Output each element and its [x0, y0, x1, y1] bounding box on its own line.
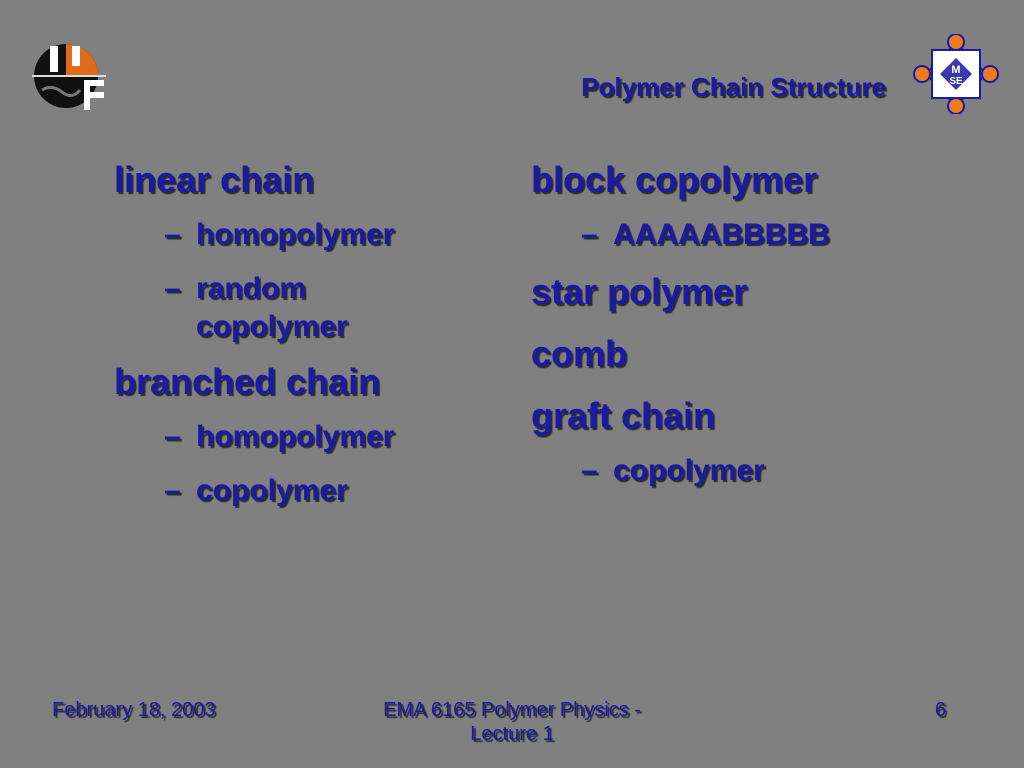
mse-logo-text-bottom: SE	[949, 76, 963, 87]
sub-bullet-text-line2: copolymer	[196, 310, 348, 343]
bullet-graft-chain: graft chain	[531, 395, 716, 436]
left-column: linear chain – homopolymer – random copo…	[114, 160, 494, 510]
sub-bullet-random-copolymer: – random copolymer	[114, 270, 494, 346]
dash-marker: –	[164, 272, 181, 305]
sub-bullet-text: copolymer	[613, 454, 765, 487]
dash-marker: –	[164, 474, 181, 507]
sub-bullet-graft-copolymer: – copolymer	[531, 452, 971, 490]
sub-bullet-branched-homopolymer: – homopolymer	[114, 418, 494, 456]
sub-bullet-linear-homopolymer: – homopolymer	[114, 216, 494, 254]
mse-department-logo-icon: M SE	[910, 33, 1002, 115]
footer-course-line2: Lecture 1	[470, 723, 554, 745]
right-column: block copolymer – AAAAABBBBB star polyme…	[531, 160, 971, 490]
sub-bullet-text: copolymer	[196, 474, 348, 507]
bullet-block-copolymer: block copolymer	[531, 159, 818, 200]
footer-course: EMA 6165 Polymer Physics - Lecture 1	[352, 698, 672, 746]
slide-title: Polymer Chain Structure	[581, 72, 886, 102]
sub-bullet-text: homopolymer	[196, 218, 395, 251]
footer-page-number: 6	[934, 699, 946, 721]
mse-logo-text-top: M	[951, 64, 960, 76]
sub-bullet-text: homopolymer	[196, 420, 395, 453]
footer-course-line1: EMA 6165 Polymer Physics -	[383, 699, 641, 721]
footer-date: February 18, 2003	[52, 699, 216, 721]
sub-bullet-block-sequence: – AAAAABBBBB	[531, 216, 971, 254]
dash-marker: –	[164, 218, 181, 251]
university-logo-icon	[32, 40, 108, 112]
sub-bullet-text: AAAAABBBBB	[613, 218, 830, 251]
bullet-comb: comb	[531, 333, 628, 374]
sub-bullet-branched-copolymer: – copolymer	[114, 472, 494, 510]
bullet-branched-chain: branched chain	[114, 361, 381, 402]
bullet-star-polymer: star polymer	[531, 271, 748, 312]
dash-marker: –	[581, 218, 598, 251]
dash-marker: –	[164, 420, 181, 453]
sub-bullet-text-line1: random	[196, 272, 307, 305]
bullet-linear-chain: linear chain	[114, 159, 315, 200]
dash-marker: –	[581, 454, 598, 487]
